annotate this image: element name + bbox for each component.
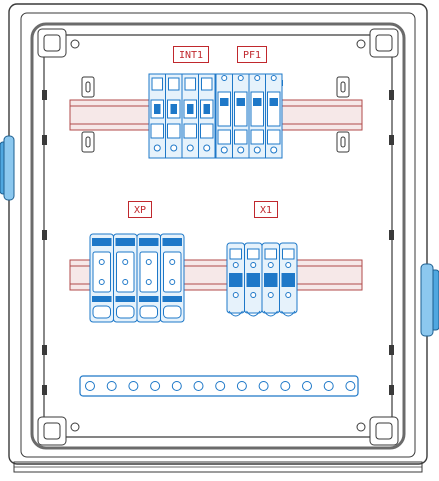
xp-fuse-holders xyxy=(89,233,185,323)
earth-bar-hole xyxy=(302,381,312,391)
int1-breaker xyxy=(148,73,216,159)
xp-fuse-holder xyxy=(89,233,114,323)
earth-bar-hole xyxy=(215,381,226,391)
earth-bar-hole xyxy=(171,381,182,391)
x1-terminal xyxy=(261,242,280,317)
earth-bar-hole xyxy=(236,381,247,391)
int1-pole xyxy=(148,73,166,159)
door-gasket xyxy=(30,22,406,450)
earth-bar-hole xyxy=(85,381,95,391)
pf1-module xyxy=(232,73,250,159)
earth-bar-hole xyxy=(323,381,334,391)
earth-bar-holes xyxy=(85,381,356,391)
int1-pole xyxy=(198,73,216,159)
earth-bar xyxy=(79,375,359,397)
x1-terminal xyxy=(226,242,245,317)
pf1-surge-protector xyxy=(215,73,283,159)
fixing-hole-top-left xyxy=(70,39,80,49)
earth-bar-hole xyxy=(258,381,269,391)
xp-fuse-holder xyxy=(113,233,138,323)
plate-fixing-holes xyxy=(70,39,366,432)
corner-bracket-top-right xyxy=(369,28,399,58)
earth-bar-hole xyxy=(280,381,291,391)
earth-bar-hole xyxy=(345,381,356,391)
enclosure-inner-frame xyxy=(20,12,416,458)
rail-slots xyxy=(81,76,350,153)
x1-terminal-blocks xyxy=(226,242,298,317)
label-x1: X1 xyxy=(254,201,278,218)
label-pf1: PF1 xyxy=(237,46,267,63)
corner-bracket-top-left xyxy=(37,28,67,58)
earth-bar-hole xyxy=(106,381,117,391)
pf1-module xyxy=(215,73,233,159)
corner-bracket-bottom-right xyxy=(369,416,399,446)
label-int1: INT1 xyxy=(173,46,209,63)
xp-fuse-holder xyxy=(160,233,185,323)
cable-glands xyxy=(0,135,439,337)
fixing-hole-bottom-right xyxy=(356,422,366,432)
cable-gland-right xyxy=(420,263,439,337)
fixing-hole-bottom-left xyxy=(70,422,80,432)
earth-bar-hole xyxy=(150,381,161,391)
label-xp: XP xyxy=(128,201,152,218)
x1-terminal xyxy=(244,242,263,317)
corner-bracket-bottom-left xyxy=(37,416,67,446)
side-clips xyxy=(42,90,394,395)
cable-gland-left xyxy=(0,135,15,201)
corner-brackets xyxy=(37,28,399,446)
enclosure-outer-frame xyxy=(8,3,428,465)
earth-bar-hole xyxy=(193,381,204,391)
pf1-module xyxy=(248,73,266,159)
int1-pole xyxy=(165,73,183,159)
x1-terminal xyxy=(279,242,298,317)
int1-pole xyxy=(181,73,199,159)
pf1-module xyxy=(265,73,283,159)
xp-fuse-holder xyxy=(136,233,161,323)
earth-bar-hole xyxy=(128,381,139,391)
fixing-hole-top-right xyxy=(356,39,366,49)
enclosure xyxy=(8,3,428,473)
